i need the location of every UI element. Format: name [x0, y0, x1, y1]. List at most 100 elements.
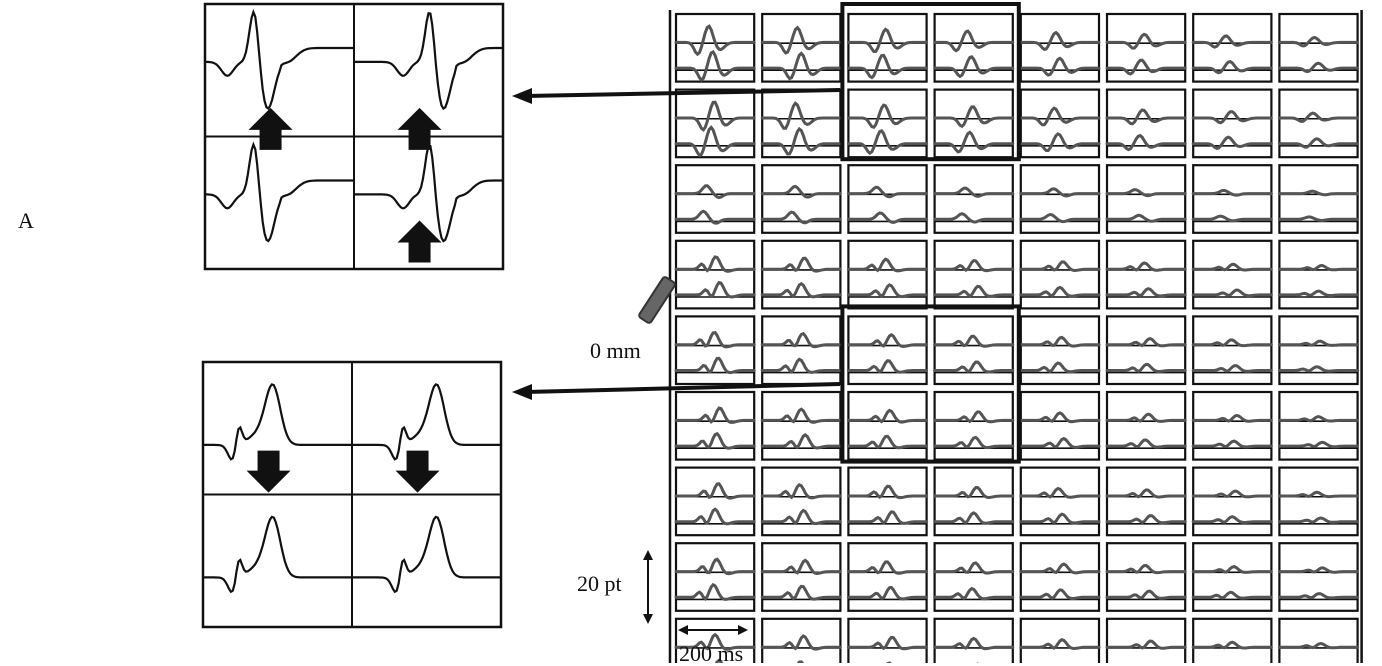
electrode-trace: [1019, 285, 1101, 298]
electrode-trace: [674, 100, 756, 132]
grid-cell: [761, 12, 842, 83]
electrode-trace: [1191, 515, 1273, 525]
grid-cell: [1019, 12, 1101, 83]
electrode-trace: [1019, 588, 1101, 600]
electrode-trace: [846, 283, 929, 299]
electrode-trace: [1019, 132, 1101, 152]
inset-lower-trace: [352, 515, 501, 594]
electrode-trace: [1105, 563, 1187, 575]
electrode-trace: [1277, 365, 1360, 373]
electrode-trace: [674, 406, 756, 424]
electrode-trace: [1019, 187, 1101, 198]
electrode-trace: [1277, 189, 1360, 197]
connector-arrows: [512, 88, 841, 400]
electrode-trace: [760, 101, 842, 130]
electrode-trace: [933, 561, 1015, 575]
electrode-trace: [760, 126, 842, 156]
grid-cell: [1105, 239, 1187, 310]
grid-cell: [847, 239, 928, 310]
electrode-trace: [1105, 488, 1187, 499]
electrode-trace: [1191, 135, 1273, 150]
electrode-trace: [1191, 565, 1273, 574]
electrode-trace: [1191, 288, 1273, 298]
electrode-trace: [1105, 188, 1187, 198]
grid-cell: [674, 315, 756, 386]
electrode-trace: [933, 130, 1015, 154]
electrode-trace: [674, 582, 756, 601]
electrode-trace: [674, 356, 756, 375]
grid-cell: [674, 617, 756, 663]
grid-cell: [847, 315, 928, 386]
grid-cell: [1192, 542, 1273, 612]
grid-cell: [933, 542, 1014, 612]
grid-cell: [1278, 542, 1359, 612]
grid-cell: [1278, 617, 1359, 663]
grid-cell: [933, 466, 1014, 537]
marker-arrow-down: [246, 450, 291, 493]
electrode-trace: [1019, 638, 1101, 651]
electrode-trace: [1019, 512, 1101, 525]
amplitude-scale-head-top: [643, 550, 653, 560]
lower-connector-head: [512, 384, 532, 400]
grid-cell: [1105, 12, 1187, 83]
electrode-trace: [760, 210, 842, 225]
grid-cell: [933, 390, 1014, 461]
electrode-trace: [1277, 490, 1360, 499]
grid-cell: [674, 12, 756, 83]
electrode-trace: [1191, 34, 1273, 49]
grid-cell: [847, 542, 928, 612]
electrode-trace: [846, 257, 929, 273]
probe-marker: [638, 276, 676, 324]
electrode-trace: [846, 332, 929, 349]
electrode-trace: [760, 256, 842, 273]
grid-cell: [761, 315, 842, 386]
inset-lower-trace: [203, 383, 352, 461]
electrode-trace: [933, 485, 1015, 500]
electrode-trace: [796, 660, 805, 663]
electrode-trace: [1019, 335, 1101, 348]
electrode-trace: [1105, 336, 1187, 348]
electrode-trace: [1105, 32, 1187, 50]
electrode-trace: [1191, 439, 1273, 449]
electrode-trace: [933, 360, 1015, 374]
grid-cell: [933, 12, 1014, 83]
time-scale-label: 200 ms: [679, 641, 744, 666]
electrode-trace: [1105, 287, 1187, 298]
electrode-trace: [1277, 61, 1360, 74]
grid-cell: [933, 617, 1014, 663]
electrode-trace: [1277, 415, 1360, 423]
grid-cell: [1192, 12, 1273, 83]
electrode-trace: [1191, 413, 1273, 423]
grid-cell: [1278, 239, 1359, 310]
electrode-trace: [1019, 361, 1101, 374]
electrode-trace: [846, 128, 929, 156]
electrode-trace: [1191, 110, 1273, 125]
electrode-trace: [1191, 214, 1273, 223]
electrode-trace: [1191, 364, 1273, 373]
grid-cell: [761, 466, 842, 537]
inset-lower: [201, 360, 503, 629]
electrode-trace: [933, 105, 1015, 129]
grid-cell: [933, 88, 1014, 159]
electrode-trace: [933, 212, 1015, 224]
electrode-trace: [674, 632, 756, 651]
electrode-trace: [1105, 412, 1187, 423]
electrode-trace: [760, 508, 842, 526]
electrode-trace: [846, 585, 929, 601]
electrode-trace: [933, 435, 1015, 450]
grid-cell: [1019, 164, 1101, 234]
electrode-trace: [1019, 30, 1101, 52]
electrode-trace: [1277, 566, 1360, 574]
electrode-trace: [933, 334, 1015, 348]
grid-cell: [933, 239, 1014, 310]
electrode-trace: [760, 51, 842, 81]
lower-connector-line: [525, 382, 841, 394]
electrode-trace: [846, 359, 929, 374]
inset-upper-trace: [205, 141, 354, 243]
marker-arrow-up: [397, 107, 442, 150]
grid-cell: [1278, 466, 1359, 537]
electrode-trace: [1105, 362, 1187, 373]
grid-cell: [847, 390, 928, 461]
highlight-box-lower: [840, 304, 1021, 464]
grid-cell: [1278, 88, 1359, 159]
